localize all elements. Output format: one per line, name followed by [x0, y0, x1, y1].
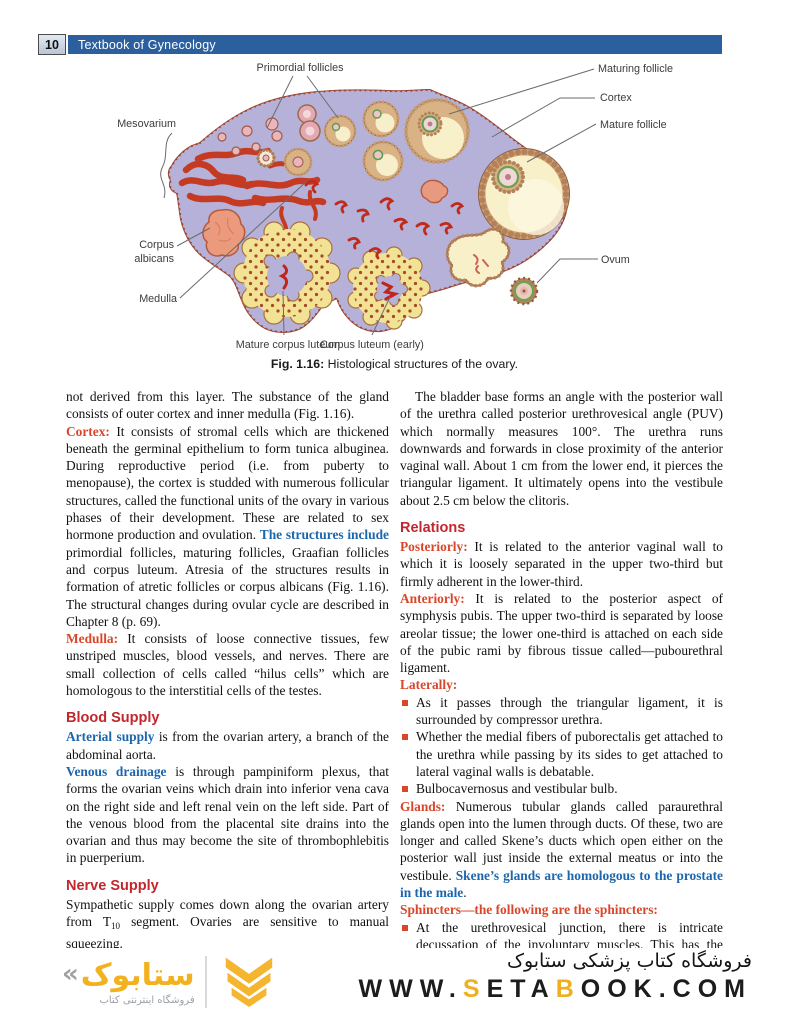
mature-follicle [478, 148, 570, 240]
url-seg: WWW. [358, 975, 463, 1003]
ovary-figure: Primordial follicles Maturing follicle C… [117, 62, 673, 351]
corpus-albicans [202, 208, 246, 257]
paragraph: Medulla: It consists of loose connective… [66, 631, 389, 699]
url-seg: OOK.COM [580, 975, 752, 1003]
paragraph: Anteriorly: It is related to the posteri… [400, 590, 723, 676]
small-growing-follicles [256, 104, 321, 177]
paragraph: Cortex: It consists of stromal cells whi… [66, 423, 389, 629]
paragraph: The bladder base forms an angle with the… [400, 389, 723, 508]
paragraph: not derived from this layer. The substan… [66, 389, 389, 422]
bullet-item: As it passes through the triangular liga… [400, 694, 723, 729]
early-corpus-luteum [347, 246, 431, 330]
right-column: The bladder base forms an angle with the… [400, 388, 723, 948]
label-cortex: Cortex [600, 92, 632, 104]
bullet-text: At the urethrovesical junction, there is… [416, 919, 723, 948]
maturing-follicle [404, 98, 470, 164]
label-primordial-follicles: Primordial follicles [257, 62, 345, 74]
store-name-farsi: فروشگاه کتاب پزشکی ستابوک [506, 950, 752, 972]
bullet-square-icon [402, 699, 408, 706]
url-seg-accent: B [555, 975, 581, 1003]
leader-lines [160, 68, 598, 336]
bullet-item: Bulbocavernosus and vestibular bulb. [400, 780, 723, 797]
paragraph: Sphincters—the following are the sphinct… [400, 902, 658, 918]
growing-follicles [323, 100, 404, 182]
chapter-header-bar: Textbook of Gynecology [68, 35, 722, 54]
label-mature-corpus-luteum: Mature corpus luteum [236, 339, 340, 351]
bullet-item: Whether the medial fibers of puborectali… [400, 728, 723, 780]
label-mesovarium: Mesovarium [117, 118, 176, 130]
label-medulla: Medulla [139, 293, 177, 305]
setabook-logo: « ستابوک فروشگاه اینترنتی کتاب [62, 953, 281, 1011]
mature-corpus-luteum [233, 221, 341, 325]
paragraph: Sympathetic supply comes down along the … [66, 896, 389, 948]
label-mature-follicle: Mature follicle [600, 119, 667, 131]
paragraph: Arterial supply is from the ovarian arte… [66, 729, 389, 762]
label-maturing-follicle: Maturing follicle [598, 63, 673, 75]
logo-tagline: فروشگاه اینترنتی کتاب [99, 994, 195, 1006]
label-corpus-albicans-1: Corpus [139, 239, 174, 251]
logo-angle-mark: « [62, 958, 79, 989]
figure-caption-label: Fig. 1.16: [270, 357, 325, 371]
logo-divider [204, 956, 207, 1008]
left-column: not derived from this layer. The substan… [66, 388, 389, 948]
free-ovum [509, 276, 539, 306]
paragraph: Venous drainage is through pampiniform p… [66, 763, 389, 866]
label-corpus-albicans-2: albicans [134, 253, 174, 265]
chevron-emblem-icon [225, 957, 272, 1007]
section-heading: Nerve Supply [66, 877, 159, 894]
label-ovum: Ovum [601, 254, 630, 266]
figure-caption: Fig. 1.16: Histological structures of th… [0, 357, 789, 371]
bullet-text: As it passes through the triangular liga… [416, 694, 723, 728]
paragraph: Glands: Numerous tubular glands called p… [400, 798, 723, 901]
bullet-text: Bulbocavernosus and vestibular bulb. [416, 781, 618, 797]
logo-wordmark-block: « ستابوک فروشگاه اینترنتی کتاب [62, 957, 195, 1006]
footer: « ستابوک فروشگاه اینترنتی کتاب فروشگاه ک… [0, 948, 789, 1021]
page-number: 10 [38, 34, 66, 55]
primordial-follicles [217, 117, 283, 156]
label-corpus-luteum-early: Corpus luteum (early) [320, 339, 424, 351]
stroma-vessels [304, 179, 465, 260]
body-columns: not derived from this layer. The substan… [66, 388, 723, 948]
stromal-blob [420, 179, 449, 204]
ruptured-follicle [445, 227, 511, 288]
bullet-square-icon [402, 786, 408, 793]
bullet-square-icon [402, 924, 408, 931]
section-heading: Blood Supply [66, 710, 160, 727]
footer-right-block: فروشگاه کتاب پزشکی ستابوک WWW.SETABOOK.C… [359, 950, 752, 1004]
paragraph: Laterally: [400, 677, 458, 693]
book-title: Textbook of Gynecology [78, 37, 216, 52]
paragraph: Posteriorly: It is related to the anteri… [400, 539, 723, 589]
figure-caption-text: Histological structures of the ovary. [324, 357, 519, 371]
url-seg-accent: S [462, 975, 487, 1003]
section-heading: Relations [400, 520, 466, 537]
bullet-square-icon [402, 734, 408, 741]
logo-wordmark: ستابوک [80, 957, 195, 993]
bullet-text: Whether the medial fibers of puborectali… [416, 729, 723, 779]
url-seg: ETA [486, 975, 556, 1003]
figure-labels: Primordial follicles Maturing follicle C… [117, 62, 673, 351]
website-url[interactable]: WWW.SETABOOK.COM [359, 975, 752, 1004]
bullet-item: At the urethrovesical junction, there is… [400, 919, 723, 948]
